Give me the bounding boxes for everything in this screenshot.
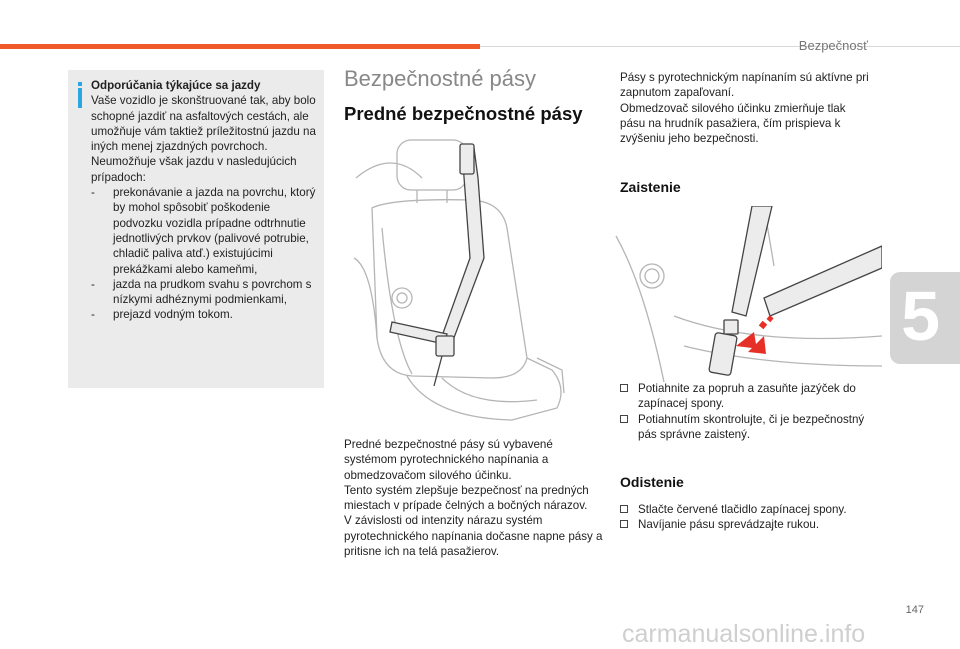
- list-item: Potiahnutím skontrolujte, či je bezpečno…: [620, 412, 882, 443]
- chapter-tab: [890, 272, 960, 364]
- info-box-intro: Vaše vozidlo je skonštruované tak, aby b…: [91, 94, 316, 154]
- buckle-illustration: [615, 206, 882, 382]
- checkbox-icon: [620, 505, 628, 513]
- list-item: -prekonávanie a jazda na povrchu, ktorý …: [91, 186, 316, 276]
- watermark: carmanualsonline.info: [622, 620, 866, 648]
- list-item: -jazda na prudkom svahu s povrchom s níz…: [91, 277, 312, 307]
- section-title: Bezpečnosť: [798, 38, 868, 53]
- pyrotechnic-info-text: Pásy s pyrotechnickým napínaním sú aktív…: [620, 71, 869, 146]
- fasten-steps: Potiahnite za popruh a zasuňte jazýček d…: [620, 381, 882, 442]
- info-box-title: Odporúčania týkajúce sa jazdy: [91, 79, 261, 92]
- list-item: -prejazd vodným tokom.: [91, 308, 233, 322]
- seat-belt-illustration: [353, 139, 565, 421]
- checkbox-icon: [620, 384, 628, 392]
- chapter-number: 5: [901, 277, 940, 355]
- page-title: Bezpečnostné pásy: [344, 66, 537, 91]
- info-box: Odporúčania týkajúce sa jazdy Vaše vozid…: [68, 70, 324, 388]
- header-divider: [480, 46, 960, 47]
- list-item: Navíjanie pásu sprevádzajte rukou.: [620, 517, 882, 532]
- checkbox-icon: [620, 414, 628, 423]
- info-icon: [78, 82, 82, 108]
- section-heading: Predné bezpečnostné pásy: [344, 103, 583, 124]
- checkbox-icon: [620, 520, 628, 529]
- list-item: Stlačte červené tlačidlo zapínacej spony…: [620, 502, 882, 517]
- page-number: 147: [905, 604, 924, 616]
- list-item: Potiahnite za popruh a zasuňte jazýček d…: [620, 381, 882, 412]
- front-belts-text: Predné bezpečnostné pásy sú vybavené sys…: [344, 438, 603, 559]
- release-steps: Stlačte červené tlačidlo zapínacej spony…: [620, 502, 882, 533]
- info-box-list: -prekonávanie a jazda na povrchu, ktorý …: [91, 185, 317, 323]
- info-box-intro2: Neumožňuje však jazdu v nasledujúcich pr…: [91, 155, 297, 184]
- info-box-content: Odporúčania týkajúce sa jazdy Vaše vozid…: [91, 78, 317, 323]
- header-accent-bar: [0, 44, 480, 49]
- release-heading: Odistenie: [620, 474, 684, 490]
- fasten-heading: Zaistenie: [620, 179, 681, 195]
